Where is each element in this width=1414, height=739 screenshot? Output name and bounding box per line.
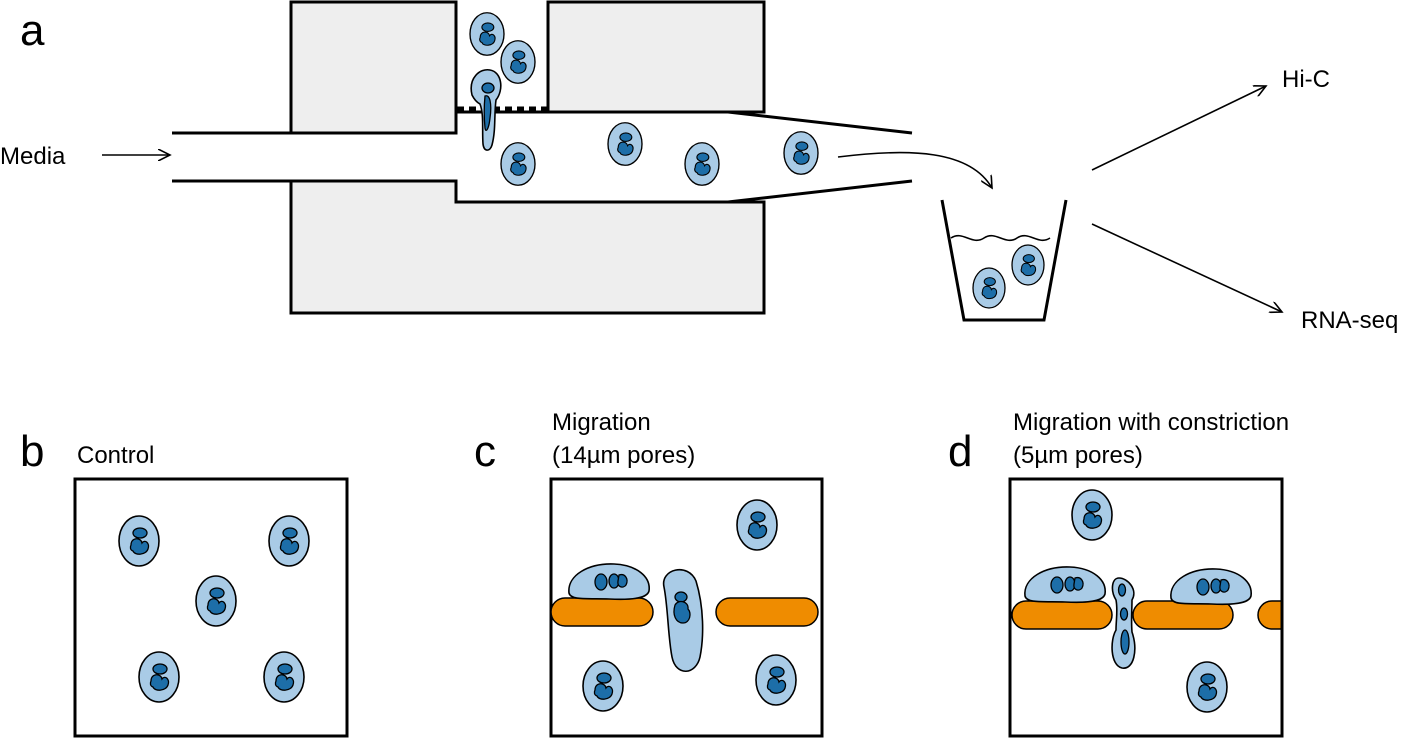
panel-c-title-line2: (14µm pores) xyxy=(552,442,695,469)
hic-label: Hi-C xyxy=(1282,66,1330,93)
cell xyxy=(469,12,505,56)
cell xyxy=(736,499,778,551)
cell xyxy=(500,40,536,84)
panel-a-letter: a xyxy=(20,6,45,55)
cell xyxy=(972,267,1006,309)
cell xyxy=(138,651,180,703)
panel-d-letter: d xyxy=(948,427,972,476)
rnaseq-arrow xyxy=(1091,223,1282,312)
panel-b-title: Control xyxy=(77,442,154,469)
constricted-cell xyxy=(1111,577,1136,669)
cell xyxy=(783,131,819,175)
panel-c-letter: c xyxy=(474,427,496,476)
cell xyxy=(1186,661,1228,713)
panel-d: d Migration with constriction (5µm pores… xyxy=(948,409,1313,738)
panel-b: b Control xyxy=(20,427,349,738)
rnaseq-label: RNA-seq xyxy=(1301,307,1398,334)
panel-d-title-line2: (5µm pores) xyxy=(1013,442,1143,469)
membrane-segment xyxy=(715,597,819,627)
membrane-segment xyxy=(1132,600,1234,630)
device-bottom-block xyxy=(289,179,766,315)
cell xyxy=(195,575,237,627)
outlet-bottom-wall xyxy=(727,179,913,204)
panel-b-letter: b xyxy=(20,427,44,476)
panel-c: c Migration (14µm pores) xyxy=(474,409,824,738)
cell xyxy=(500,142,536,186)
panel-c-title-line1: Migration xyxy=(552,409,651,436)
cell xyxy=(684,142,720,186)
cell xyxy=(607,122,643,166)
outlet-top-wall xyxy=(727,110,913,135)
migrating-cell xyxy=(470,69,502,151)
panel-a: a Media xyxy=(0,0,1398,334)
membrane-segment xyxy=(550,597,654,627)
panel-d-clip-cover xyxy=(1283,596,1313,636)
cell xyxy=(582,660,624,712)
cell xyxy=(118,515,160,567)
hic-arrow xyxy=(1091,86,1266,171)
media-label: Media xyxy=(0,143,66,170)
cell xyxy=(268,515,310,567)
device-top-right-block xyxy=(546,0,766,114)
collection-well xyxy=(940,199,1068,322)
cell xyxy=(755,654,797,706)
cell xyxy=(1011,244,1045,286)
panel-d-title-line1: Migration with constriction xyxy=(1013,409,1289,436)
cell xyxy=(1071,489,1113,541)
membrane-segment xyxy=(1011,600,1113,630)
device-top-left-block xyxy=(289,0,458,135)
cell xyxy=(263,651,305,703)
collection-arrow xyxy=(837,151,992,188)
